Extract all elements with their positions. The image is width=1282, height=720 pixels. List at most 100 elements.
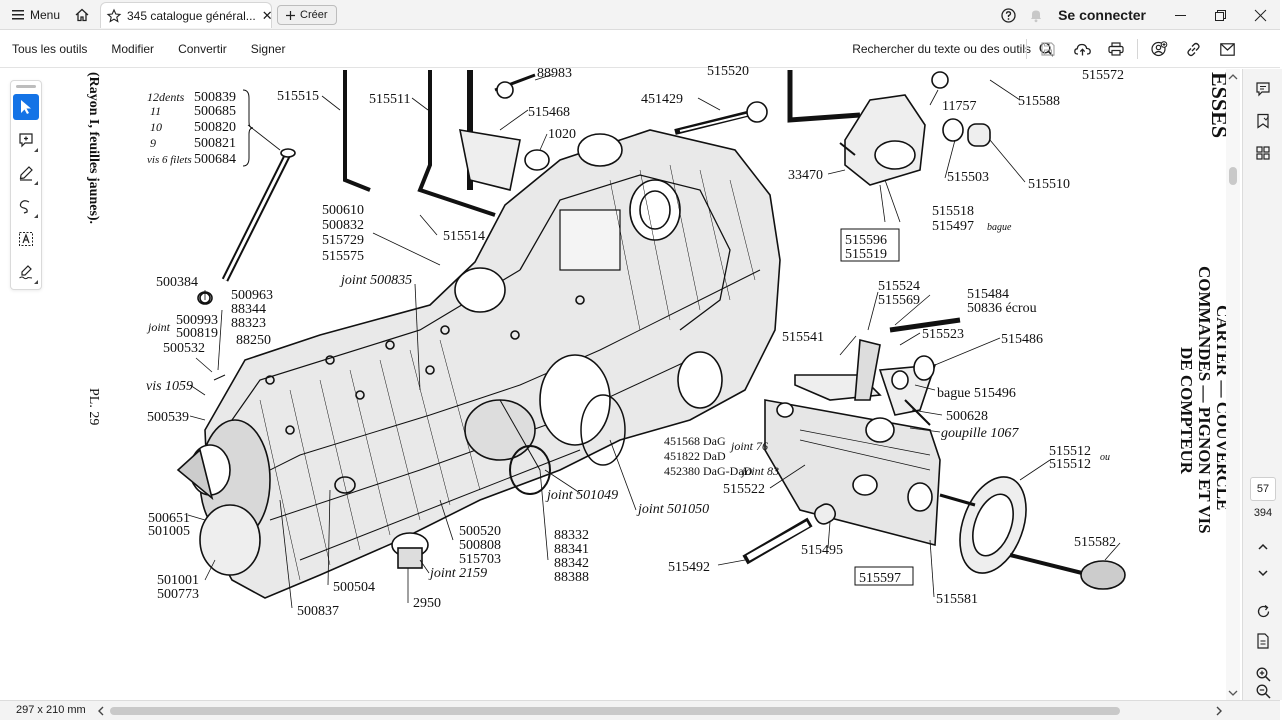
submenu-corner [34, 148, 38, 152]
comment-tool-button[interactable] [13, 127, 39, 153]
catalogue-page: (Rayon I, feuilles jaunes). PL. 29 ESSES… [86, 64, 1232, 619]
current-page-input[interactable]: 57 [1250, 477, 1276, 501]
part-515503: 515503 [947, 170, 989, 185]
create-label: Créer [300, 9, 328, 21]
label-vis6: vis 6 filets [147, 154, 192, 166]
menu-button[interactable]: Menu [6, 4, 66, 26]
chevron-up-icon [1258, 543, 1268, 550]
label-joint: joint [146, 320, 171, 334]
zoom-out-button[interactable] [1243, 683, 1282, 700]
margin-note: (Rayon I, feuilles jaunes). [86, 72, 101, 224]
grid-icon [1256, 146, 1270, 160]
horizontal-scrollbar[interactable] [96, 705, 1226, 717]
next-page-button[interactable] [1243, 557, 1282, 589]
create-button[interactable]: Créer [277, 5, 337, 25]
label-joint-501049: joint 501049 [545, 488, 618, 503]
share-user-button[interactable] [1142, 30, 1176, 68]
document-viewport[interactable]: (Rayon I, feuilles jaunes). PL. 29 ESSES… [46, 64, 1232, 689]
part-500821: 500821 [194, 136, 236, 151]
part-515519: 515519 [845, 247, 887, 262]
boxed-part-frame-2 [854, 566, 914, 586]
scroll-up-icon[interactable] [1226, 71, 1240, 83]
bookmarks-panel-button[interactable] [1243, 105, 1282, 137]
sign-tool-button[interactable] [13, 259, 39, 285]
menu-all-tools[interactable]: Tous les outils [12, 41, 88, 56]
boxed-part-frame [840, 228, 900, 262]
menu-edit[interactable]: Modifier [111, 41, 155, 56]
save-button[interactable] [1031, 30, 1065, 68]
notifications-button[interactable] [1022, 0, 1050, 30]
menu-convert[interactable]: Convertir [178, 41, 227, 56]
part-452380: 452380 DaG-DaD [664, 464, 753, 478]
part-88341: 88341 [554, 542, 589, 557]
search-label[interactable]: Rechercher du texte ou des outils [852, 42, 1031, 56]
label-vis-1059: vis 1059 [146, 379, 193, 394]
highlight-tool-button[interactable] [13, 160, 39, 186]
tab-close-icon[interactable]: ✕ [261, 7, 273, 23]
quick-tools-panel [10, 80, 42, 290]
part-515581: 515581 [936, 592, 978, 607]
vertical-scroll-thumb[interactable] [1229, 167, 1237, 185]
home-button[interactable] [70, 4, 94, 26]
previous-page-button[interactable] [1243, 531, 1282, 563]
label-bague-515496: bague 515496 [937, 386, 1016, 401]
help-button[interactable] [994, 0, 1022, 30]
scroll-down-icon[interactable] [1226, 687, 1240, 699]
print-button[interactable] [1099, 30, 1133, 68]
part-515524: 515524 [878, 279, 920, 294]
part-515510: 515510 [1028, 177, 1070, 192]
signin-link[interactable]: Se connecter [1058, 7, 1146, 23]
browser-top-bar: Menu 345 catalogue général... ✕ Créer Se… [0, 0, 1280, 30]
zoom-out-icon [1256, 684, 1271, 699]
scroll-right-icon[interactable] [1214, 705, 1224, 717]
label-goupille-1067: goupille 1067 [941, 426, 1019, 441]
page-info-button[interactable] [1243, 625, 1282, 657]
menu-sign[interactable]: Signer [250, 41, 286, 56]
part-88342: 88342 [554, 556, 589, 571]
part-515575: 515575 [322, 249, 364, 264]
part-labels: 12dents 11 10 9 vis 6 filets 500839 5006… [146, 64, 1124, 619]
minimize-icon [1174, 14, 1186, 16]
text-box-icon [19, 232, 33, 246]
zoom-in-button[interactable] [1243, 658, 1282, 690]
part-515703: 515703 [459, 552, 501, 567]
upload-button[interactable] [1065, 30, 1099, 68]
part-500820: 500820 [194, 120, 236, 135]
part-500837: 500837 [297, 604, 339, 619]
part-515597: 515597 [859, 571, 901, 586]
draw-tool-button[interactable] [13, 193, 39, 219]
email-button[interactable] [1210, 30, 1244, 68]
panel-grip[interactable] [16, 85, 36, 88]
rotate-button[interactable] [1243, 595, 1282, 627]
user-add-icon [1151, 41, 1168, 57]
restore-button[interactable] [1200, 0, 1240, 30]
plate-label: PL. 29 [86, 388, 101, 425]
mail-icon [1219, 42, 1235, 56]
bell-icon [1031, 10, 1042, 22]
scroll-left-icon[interactable] [96, 705, 106, 717]
toolbar-actions [1022, 30, 1244, 68]
part-515512-b: 515512 [1049, 457, 1091, 472]
part-50836: 50836 écrou [967, 301, 1037, 316]
cloud-upload-icon [1073, 43, 1091, 56]
document-tab[interactable]: 345 catalogue général... ✕ [100, 2, 273, 28]
star-icon[interactable] [106, 8, 122, 23]
part-515514: 515514 [443, 229, 485, 244]
part-500685: 500685 [194, 104, 236, 119]
menu-label: Menu [30, 8, 61, 22]
comments-panel-button[interactable] [1243, 73, 1282, 105]
close-window-button[interactable] [1240, 0, 1280, 30]
print-icon [1108, 42, 1124, 56]
thumbnails-panel-button[interactable] [1243, 137, 1282, 169]
document-vertical-scrollbar[interactable] [1226, 69, 1240, 700]
bookmark-icon [1257, 113, 1269, 129]
horizontal-scroll-thumb[interactable] [110, 707, 1120, 715]
label-ou: ou [1100, 452, 1110, 463]
select-tool-button[interactable] [13, 94, 39, 120]
copy-link-button[interactable] [1176, 30, 1210, 68]
label-bague-top: bague [987, 222, 1012, 233]
minimize-button[interactable] [1160, 0, 1200, 30]
part-11757: 11757 [942, 99, 976, 114]
zoom-in-icon [1256, 667, 1271, 682]
text-tool-button[interactable] [13, 226, 39, 252]
